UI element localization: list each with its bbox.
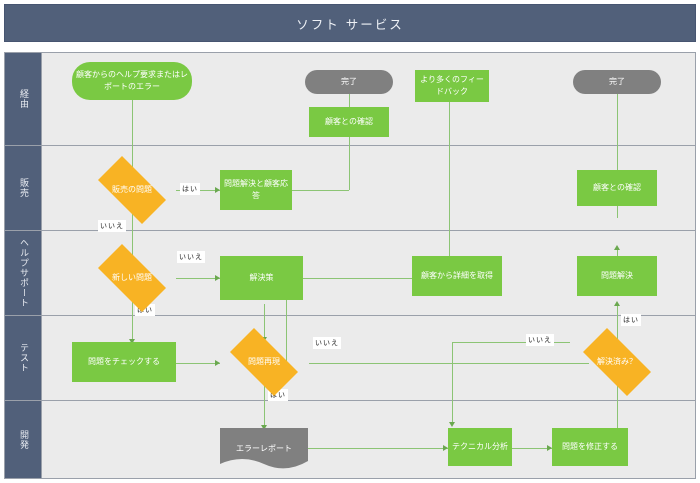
connector-confirm-left-to-done xyxy=(349,85,350,107)
connector-check-to-reproduce xyxy=(176,363,220,364)
document-shape-icon xyxy=(220,428,308,469)
node-issue-resolved-label: 問題解決 xyxy=(601,271,633,281)
connector-error-to-tech xyxy=(308,448,448,449)
connector-reproduce-no xyxy=(309,363,589,364)
connector-tech-to-fix xyxy=(512,448,552,449)
node-fix-issue-label: 問題を修正する xyxy=(562,442,618,452)
connector-solved-no-v xyxy=(452,342,453,425)
connector-details-to-feedback xyxy=(449,97,450,264)
node-start[interactable]: 顧客からのヘルプ要求またはレポートのエラー xyxy=(72,62,192,100)
node-check-issue[interactable]: 問題をチェックする xyxy=(72,342,176,382)
node-check-issue-label: 問題をチェックする xyxy=(88,357,160,367)
arrowhead-solved-yes xyxy=(613,301,620,306)
arrowhead-reproduce-yes xyxy=(260,425,267,430)
connector-solution-to-reproduce xyxy=(264,304,265,340)
connector-confirm-left-riser xyxy=(349,129,350,190)
diagram-title-bar: ソフト サービス xyxy=(4,4,696,42)
node-solution-label: 解決策 xyxy=(249,273,274,283)
swimlane-4-header: テスト xyxy=(4,316,42,400)
node-sales-issue[interactable]: 販売の問題 xyxy=(88,156,176,224)
node-reproduce-label: 問題再現 xyxy=(248,357,280,367)
edge-label-sales-yes: はい xyxy=(180,183,200,195)
connector-new-issue-yes xyxy=(132,298,133,342)
arrowhead-solved-no xyxy=(448,422,455,427)
connector-fix-to-solved xyxy=(617,363,618,428)
node-error-report-label: エラーレポート xyxy=(236,444,292,454)
connector-reproduce-yes xyxy=(264,386,265,428)
node-done-right[interactable]: 完了 xyxy=(573,70,661,94)
node-confirm-left-label: 顧客との確認 xyxy=(325,117,373,127)
node-solved-question[interactable]: 解決済み？ xyxy=(573,328,661,396)
connector-sales-no xyxy=(132,210,133,266)
connector-resolve-to-confirm xyxy=(291,190,349,191)
connector-start-to-sales xyxy=(132,97,133,175)
arrowhead-check-to-reproduce xyxy=(215,359,220,366)
node-confirm-left[interactable]: 顧客との確認 xyxy=(309,107,389,137)
node-new-issue-label: 新しい問題 xyxy=(112,273,152,283)
node-done-left-label: 完了 xyxy=(341,77,357,87)
edge-label-sales-no: いいえ xyxy=(98,220,126,232)
swimlane-1-label: 経由 xyxy=(18,88,28,109)
node-new-issue[interactable]: 新しい問題 xyxy=(88,244,176,312)
node-confirm-right-label: 顧客との確認 xyxy=(593,183,641,193)
node-issue-resolved[interactable]: 問題解決 xyxy=(577,256,657,296)
node-solution[interactable]: 解決策 xyxy=(220,256,303,300)
swimlane-chart: 経由 販売 ヘルプサポート テスト 開発 xyxy=(4,52,696,479)
connector-solved-yes xyxy=(617,304,618,341)
arrowhead-resolved-to-confirm-right xyxy=(613,245,620,250)
swimlane-5-header: 開発 xyxy=(4,401,42,478)
connector-confirm-right-to-done xyxy=(617,85,618,218)
swimlane-4-label: テスト xyxy=(18,343,28,373)
node-error-report[interactable]: エラーレポート xyxy=(220,428,308,470)
edge-label-new-issue-no: いいえ xyxy=(177,251,205,263)
swimlane-2-header: 販売 xyxy=(4,146,42,230)
node-get-details[interactable]: 顧客から詳細を取得 xyxy=(412,256,502,296)
arrowhead-sales-yes xyxy=(215,186,220,193)
arrowhead-new-issue-yes xyxy=(128,339,135,344)
edge-label-solved-yes: はい xyxy=(621,314,641,326)
swimlane-5-label: 開発 xyxy=(18,429,28,450)
node-tech-analysis[interactable]: テクニカル分析 xyxy=(448,428,512,466)
node-sales-issue-label: 販売の問題 xyxy=(112,185,152,195)
swimlane-1-header: 経由 xyxy=(4,52,42,145)
swimlane-2-label: 販売 xyxy=(18,178,28,198)
node-resolve-respond[interactable]: 問題解決と顧客応答 xyxy=(220,170,292,210)
node-get-details-label: 顧客から詳細を取得 xyxy=(421,271,493,281)
node-more-feedback[interactable]: より多くのフィードバック xyxy=(415,70,489,102)
page-title: ソフト サービス xyxy=(296,16,404,32)
node-resolve-respond-label: 問題解決と顧客応答 xyxy=(224,179,288,200)
connector-details-left-riser xyxy=(286,278,287,363)
arrowhead-error-to-tech xyxy=(443,444,448,451)
edge-label-solved-no: いいえ xyxy=(526,334,554,346)
arrowhead-tech-to-fix xyxy=(547,444,552,451)
node-more-feedback-label: より多くのフィードバック xyxy=(420,75,484,96)
arrowhead-new-issue-no xyxy=(215,274,220,281)
edge-label-reproduce-no: いいえ xyxy=(313,337,341,349)
node-done-left[interactable]: 完了 xyxy=(305,70,393,94)
node-solved-question-label: 解決済み？ xyxy=(597,357,637,367)
node-done-right-label: 完了 xyxy=(609,77,625,87)
node-confirm-right[interactable]: 顧客との確認 xyxy=(577,170,657,206)
swimlane-3-label: ヘルプサポート xyxy=(18,238,28,308)
node-start-label: 顧客からのヘルプ要求またはレポートのエラー xyxy=(76,70,188,91)
node-reproduce[interactable]: 問題再現 xyxy=(220,328,308,396)
connector-solution-to-details xyxy=(303,278,428,279)
swimlane-3-header: ヘルプサポート xyxy=(4,231,42,315)
connector-new-issue-no xyxy=(176,278,220,279)
connector-solved-no-h xyxy=(452,342,570,343)
node-fix-issue[interactable]: 問題を修正する xyxy=(552,428,628,466)
node-tech-analysis-label: テクニカル分析 xyxy=(452,442,508,452)
